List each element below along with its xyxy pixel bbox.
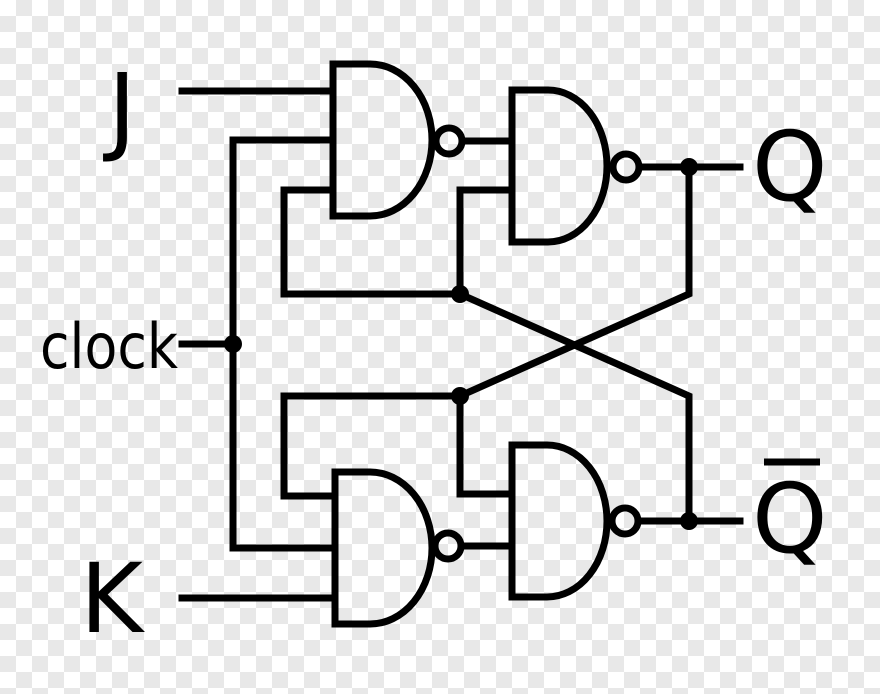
wire-q-drop bbox=[455, 163, 693, 401]
wire-q-feedback-k bbox=[280, 392, 464, 500]
inverter-bubble bbox=[608, 504, 642, 538]
junction-dot bbox=[680, 512, 698, 530]
nand-gate-q bbox=[508, 86, 643, 246]
junctions bbox=[224, 158, 698, 530]
nand-gate-qbar bbox=[508, 441, 642, 601]
label-j: J bbox=[103, 53, 136, 165]
wire-qbar-rise bbox=[455, 289, 693, 525]
wire-qbar-gate-cross-input bbox=[456, 392, 516, 498]
junction-dot bbox=[680, 158, 698, 176]
wire-q-gate-cross-input bbox=[456, 186, 516, 298]
gate-body bbox=[508, 86, 611, 246]
junction-dot bbox=[224, 335, 242, 353]
label-q: Q bbox=[752, 111, 828, 223]
inverter-bubble bbox=[431, 529, 465, 563]
junction-dot bbox=[451, 285, 469, 303]
nand-gate-j bbox=[329, 60, 466, 220]
label-k: K bbox=[80, 543, 145, 655]
gate-body bbox=[508, 441, 611, 601]
label-q-bar: Q bbox=[752, 463, 828, 575]
gate-body bbox=[329, 60, 436, 220]
gate-body bbox=[331, 468, 436, 628]
wire-qbar-feedback-j bbox=[280, 186, 464, 298]
label-clock: clock bbox=[40, 310, 178, 383]
wires bbox=[178, 87, 744, 602]
inverter-bubble bbox=[432, 124, 466, 158]
inverter-bubble bbox=[609, 150, 643, 184]
nand-gate-k bbox=[331, 468, 465, 628]
junction-dot bbox=[451, 387, 469, 405]
